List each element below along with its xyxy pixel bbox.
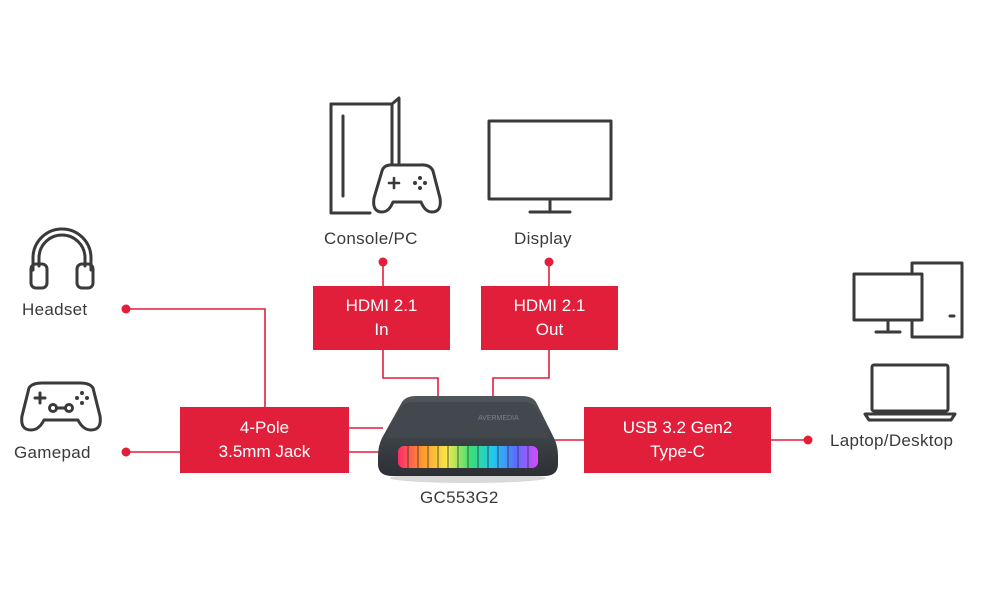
gamepad-label: Gamepad [14,443,91,462]
hdmi-in-line1: HDMI 2.1 [345,296,418,315]
hdmi-out-box: HDMI 2.1 Out [481,286,618,350]
usb-line1: USB 3.2 Gen2 [622,418,733,437]
hdmi-out-line1: HDMI 2.1 [513,296,586,315]
usb-line2: Type-C [650,442,705,461]
desktop-computer-icon [852,261,964,339]
usb-type-c-box: USB 3.2 Gen2 Type-C [584,407,771,473]
monitor-icon [487,119,613,214]
hdmi-in-line2: In [374,320,389,339]
endpoint-dot-gamepad [121,447,131,457]
audio-jack-box: 4-Pole 3.5mm Jack [180,407,349,473]
capture-device-image: AVERMEDIA [378,396,558,483]
display-label: Display [514,229,572,248]
hdmi-in-box: HDMI 2.1 In [313,286,450,350]
laptop-icon [863,363,957,422]
laptop-desktop-label: Laptop/Desktop [830,431,954,450]
device-logo-text: AVERMEDIA [478,415,519,422]
audio-jack-line1: 4-Pole [239,418,290,437]
endpoint-dot-laptop [803,435,813,445]
console-pc-label: Console/PC [324,229,418,248]
wire-hdmi-out-to-device [492,350,550,400]
endpoint-dot-headset [121,304,131,314]
audio-jack-line2: 3.5mm Jack [218,442,311,461]
headset-icon [29,227,95,290]
device-model-label: GC553G2 [420,488,499,507]
endpoint-dot-console [378,257,388,267]
gamepad-icon [20,381,102,432]
headset-label: Headset [22,300,88,319]
wire-headset-to-jack [126,308,266,407]
hdmi-out-line2: Out [535,320,564,339]
endpoint-dot-display [544,257,554,267]
console-tower-icon [329,96,442,215]
wire-hdmi-in-to-device [382,350,439,400]
